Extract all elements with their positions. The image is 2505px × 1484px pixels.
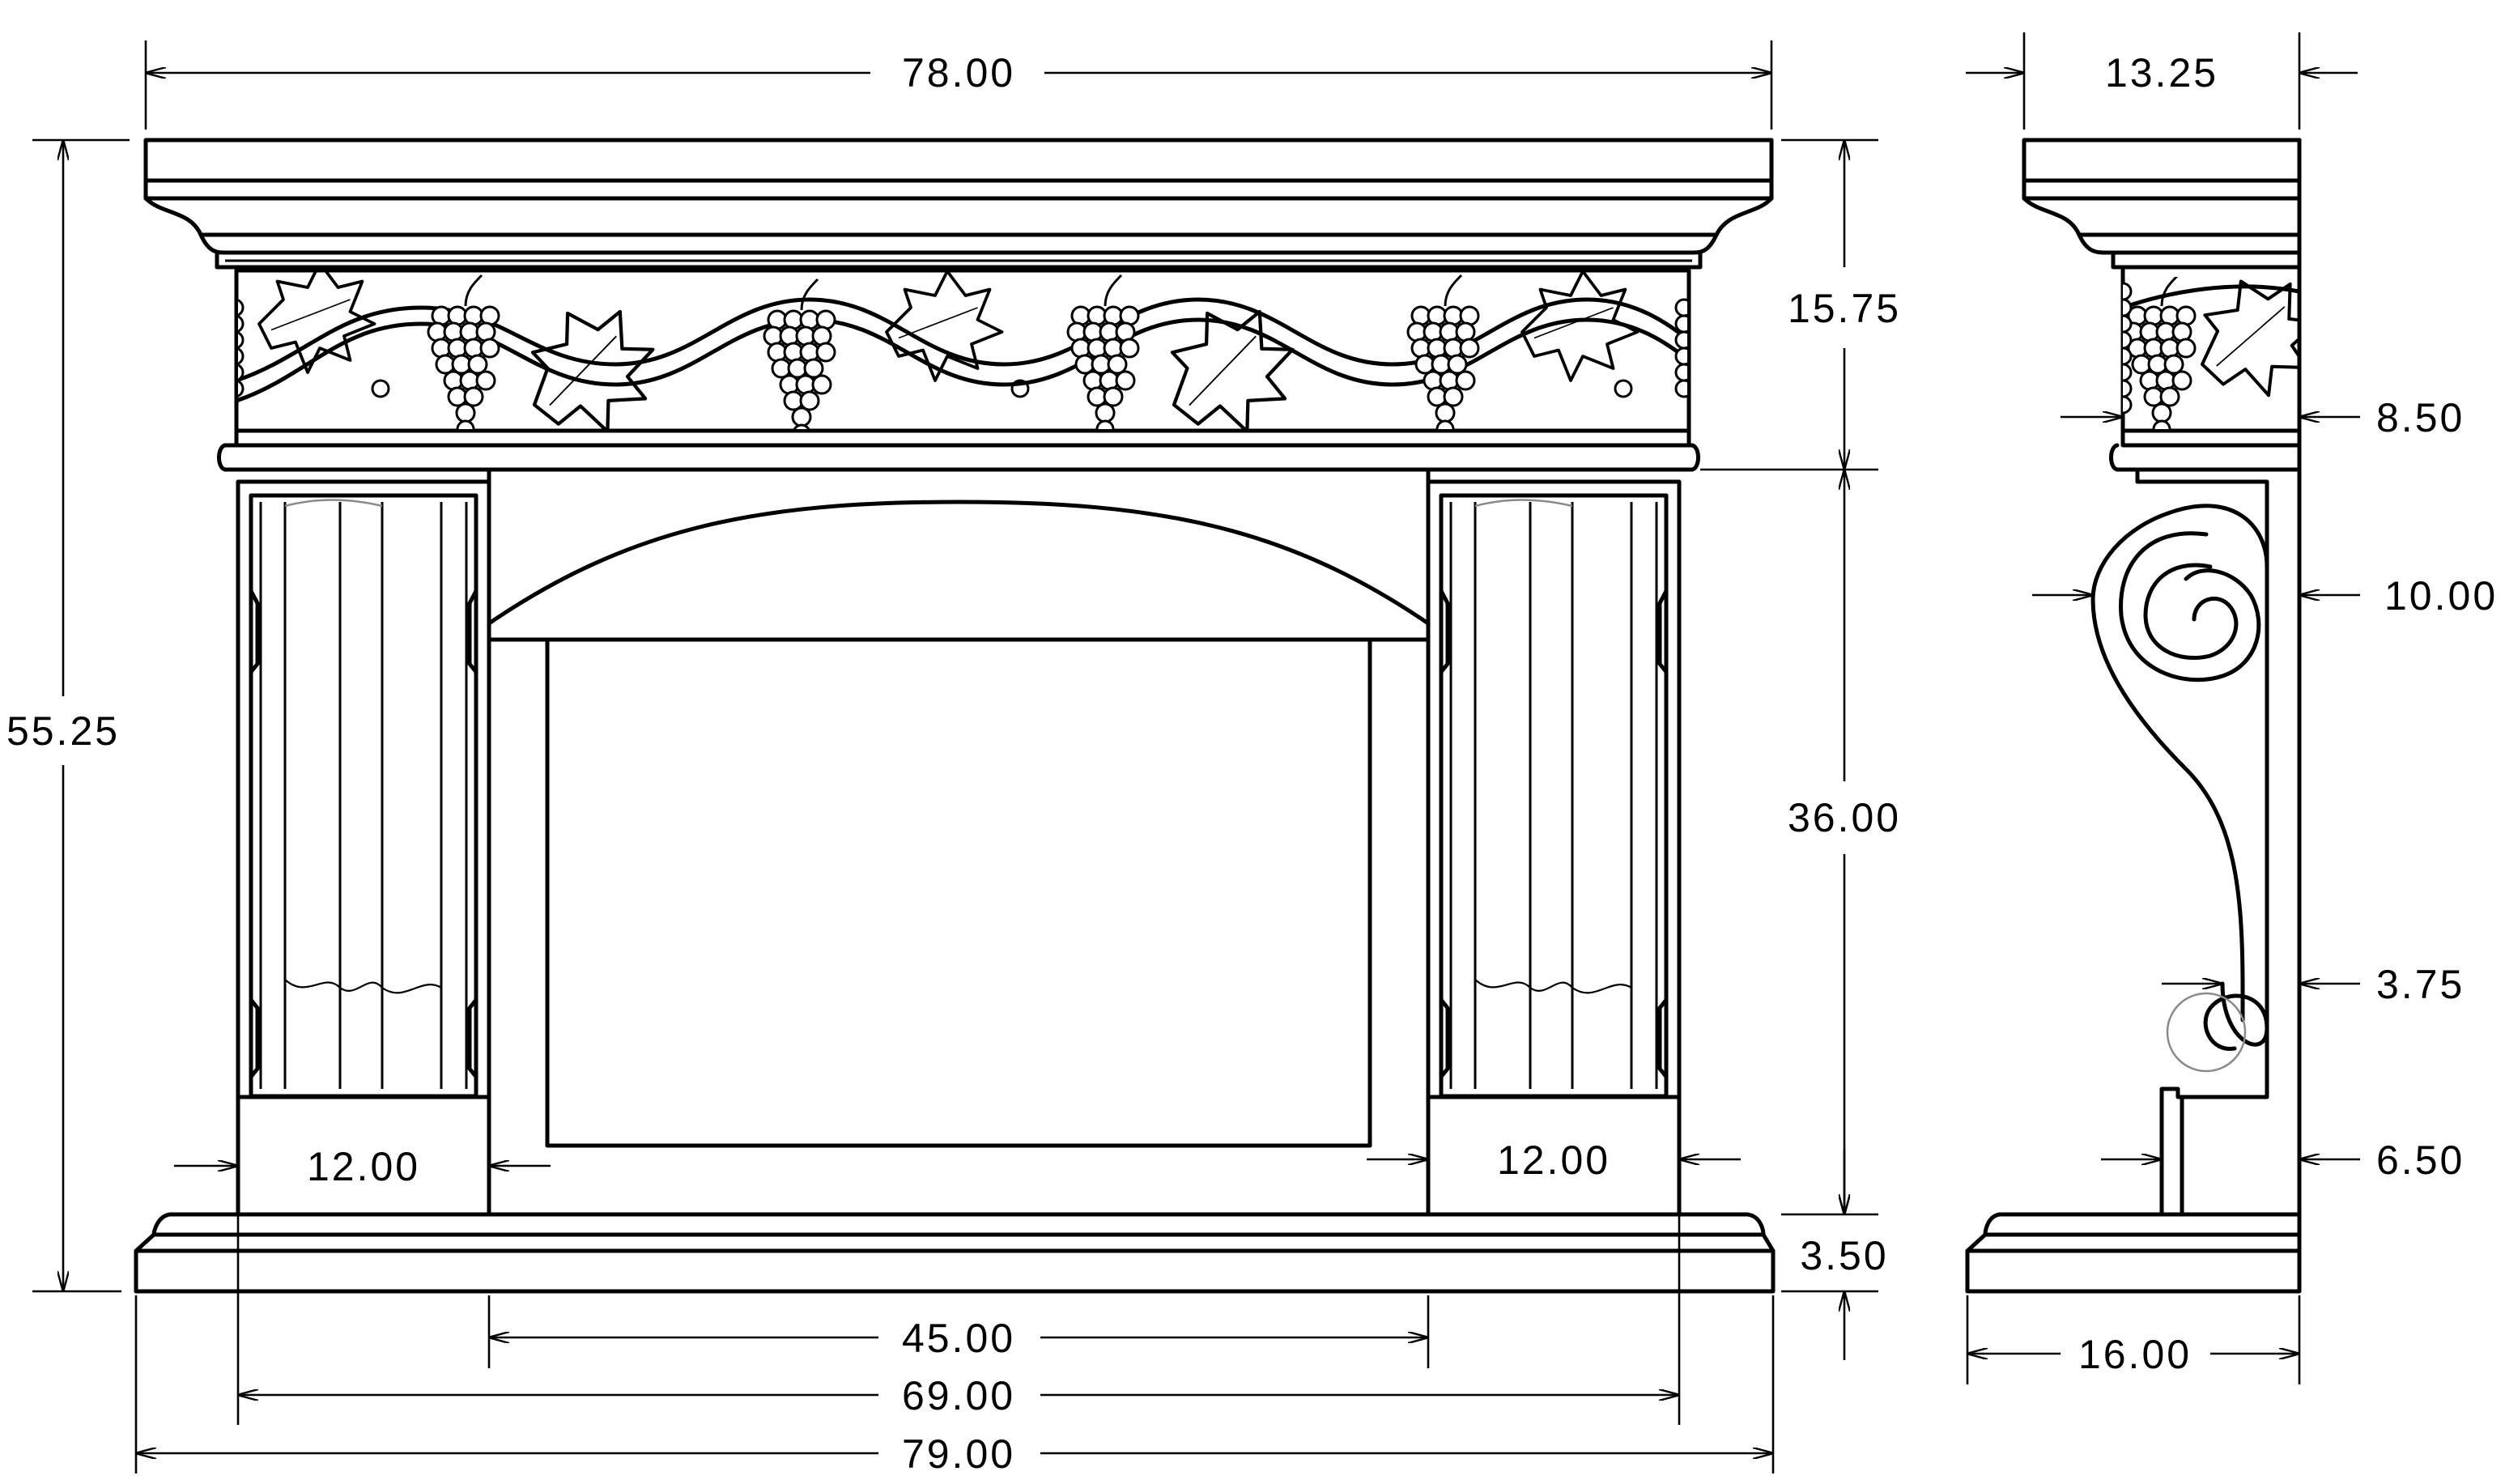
dim-side-leg-depth: 6.50 [2376, 1137, 2465, 1183]
dim-opening-width: 45.00 [902, 1316, 1015, 1361]
dim-overall-width-top: 78.00 [902, 50, 1015, 96]
dim-side-hearth-depth: 16.00 [2078, 1332, 2192, 1377]
left-leg [236, 479, 491, 1217]
firebox-opening [545, 637, 1372, 1148]
dim-frieze-height: 15.75 [1788, 286, 1901, 331]
dim-opening-height: 36.00 [1788, 795, 1901, 840]
frieze-band [234, 268, 1691, 433]
dim-side-corbel-depth: 10.00 [2384, 573, 2498, 619]
dim-hearth-height: 3.50 [1800, 1233, 1888, 1278]
dim-overall-height: 55.25 [6, 708, 120, 754]
dim-base-width: 69.00 [902, 1373, 1015, 1418]
corbel-scroll [2090, 508, 2245, 1023]
grape-vine-ornament [238, 272, 1687, 429]
dim-side-top-depth: 13.25 [2105, 50, 2218, 96]
dimensions: 78.00 55.25 15.75 36.00 3.50 45.00 6 [6, 32, 2498, 1477]
mantel-shelf [143, 138, 1774, 183]
dim-overall-width-hearth: 79.00 [902, 1431, 1015, 1477]
dim-left-leg-width: 12.00 [307, 1144, 420, 1189]
dim-side-frieze-depth: 8.50 [2376, 395, 2465, 440]
side-view [1965, 138, 2302, 1294]
dim-right-leg-width: 12.00 [1497, 1137, 1610, 1183]
hearth [134, 1212, 1776, 1294]
dim-side-corbel-lower-depth: 3.75 [2376, 962, 2465, 1007]
front-view [134, 138, 1776, 1294]
right-leg [1426, 479, 1682, 1217]
